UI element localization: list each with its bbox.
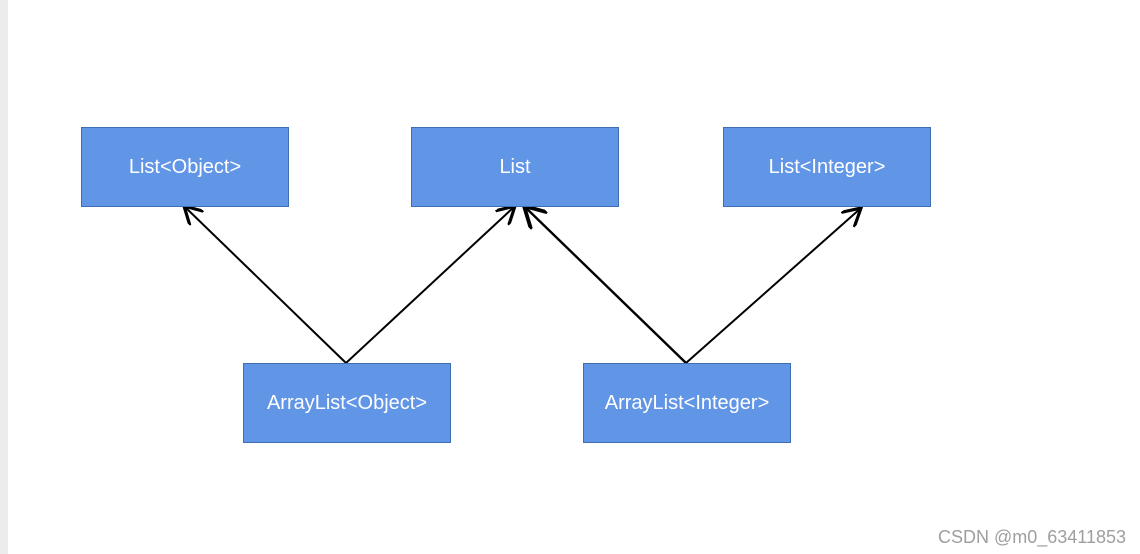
node-list: List — [411, 127, 619, 207]
node-label-arraylist-object: ArrayList<Object> — [266, 392, 428, 414]
edge-arraylist-object-to-list-object — [184, 206, 347, 364]
node-label-arraylist-integer: ArrayList<Integer> — [604, 392, 770, 414]
node-arraylist-integer: ArrayList<Integer> — [583, 363, 791, 443]
edge-arraylist-integer-to-list-integer — [685, 208, 861, 364]
edge-arraylist-object-to-list — [345, 206, 515, 364]
node-list-object: List<Object> — [81, 127, 289, 207]
left-edge-strip — [0, 0, 8, 554]
node-label-list: List — [499, 156, 531, 178]
node-list-integer: List<Integer> — [723, 127, 931, 207]
watermark: CSDN @m0_63411853 — [937, 527, 1126, 547]
edge-arraylist-integer-to-list — [524, 206, 687, 364]
node-label-list-integer: List<Integer> — [768, 156, 886, 178]
node-label-list-object: List<Object> — [128, 156, 242, 178]
node-arraylist-object: ArrayList<Object> — [243, 363, 451, 443]
